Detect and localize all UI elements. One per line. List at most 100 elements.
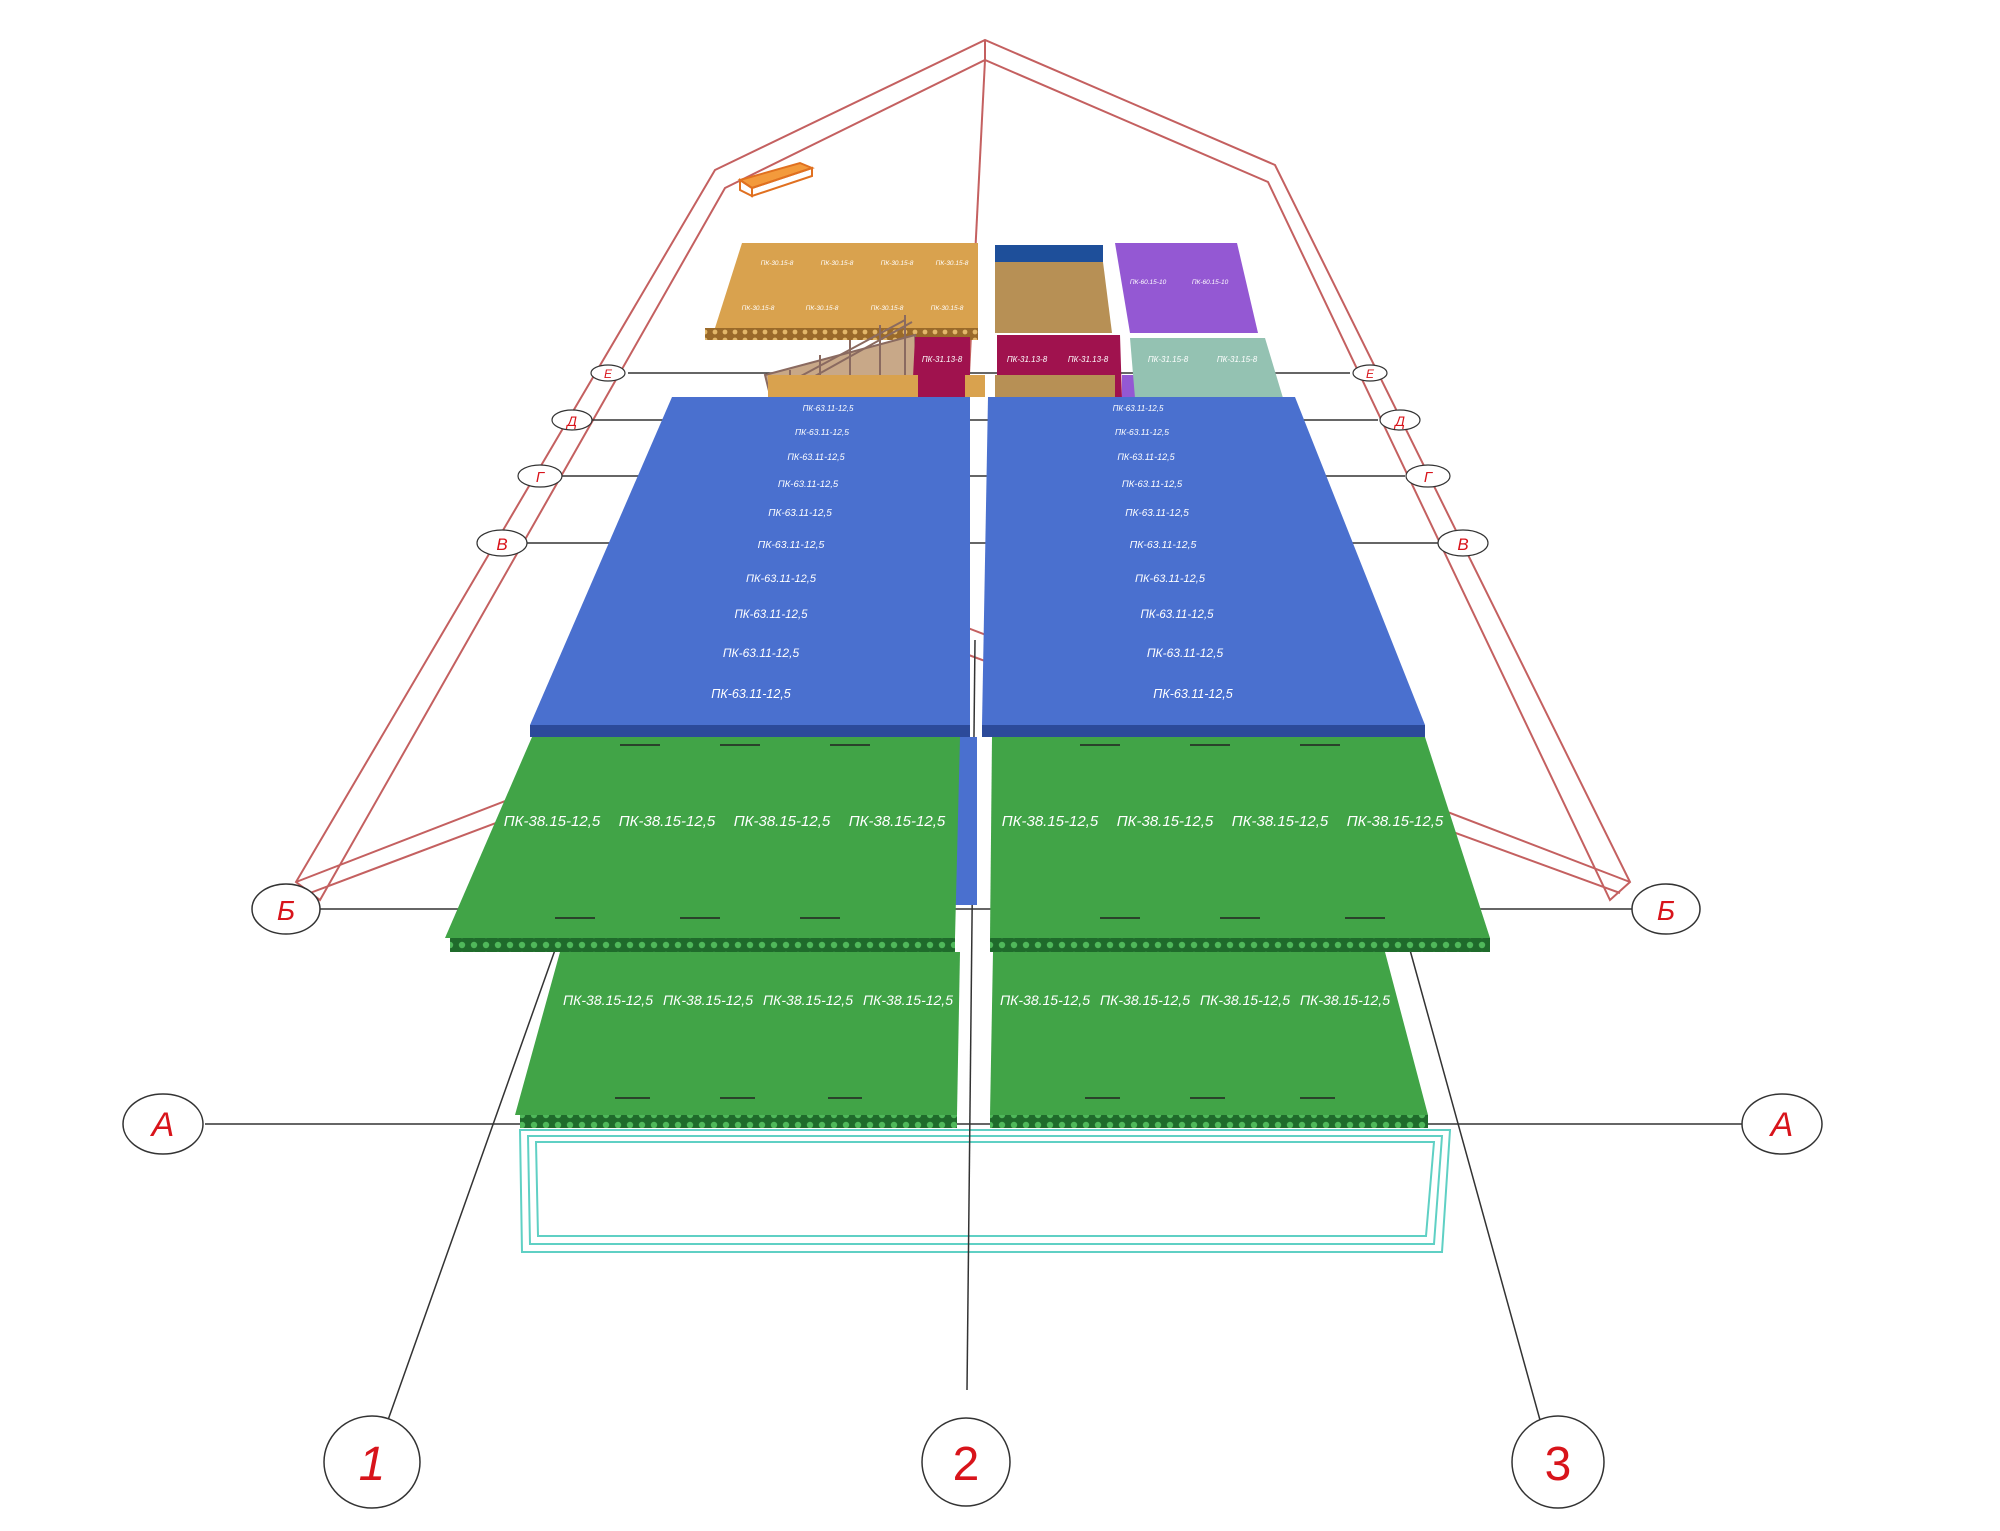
- axis-bubble-3: 3: [1511, 1415, 1605, 1509]
- upper-slab-group: [705, 243, 1283, 398]
- slab-label: ПК-63.11-12,5: [1153, 687, 1232, 701]
- axis-bubble-b-left: Б: [251, 883, 321, 935]
- slab-label: ПК-31.15-8: [1217, 355, 1258, 364]
- slab-label: ПК-30.15-8: [821, 260, 854, 267]
- slab-label: ПК-30.15-8: [761, 260, 794, 267]
- svg-text:Д: Д: [1393, 413, 1405, 429]
- blue-slab-right: [982, 397, 1425, 725]
- axis-bubble-a-right: А: [1741, 1093, 1823, 1155]
- slab-label: ПК-38.15-12,5: [1002, 813, 1099, 830]
- labels-sage: ПК-31.15-8 ПК-31.15-8: [1148, 355, 1258, 364]
- row-axis-bubbles: А А Б Б В В Г Г Д Д Е Е: [122, 364, 1823, 1155]
- slab-label: ПК-63.11-12,5: [758, 539, 825, 551]
- slab-label: ПК-30.15-8: [742, 305, 775, 312]
- svg-text:А: А: [150, 1106, 175, 1144]
- slab-label: ПК-63.11-12,5: [768, 508, 832, 519]
- slab-label: ПК-38.15-12,5: [1300, 992, 1390, 1008]
- labels-purple: ПК-60.15-10 ПК-60.15-10: [1130, 279, 1229, 286]
- axis-bubble-2: 2: [921, 1417, 1011, 1507]
- labels-green-top-right: ПК-38.15-12,5 ПК-38.15-12,5 ПК-38.15-12,…: [1002, 813, 1444, 830]
- slab-label: ПК-31.15-8: [1148, 355, 1189, 364]
- slab-label: ПК-63.11-12,5: [1113, 404, 1164, 413]
- slab-label: ПК-38.15-12,5: [863, 992, 953, 1008]
- roof-hatch: [737, 161, 815, 198]
- slab-label: ПК-31.13-8: [922, 355, 963, 364]
- axis-bubble-g-left: Г: [517, 464, 563, 488]
- axis-bubble-e-left: Е: [590, 364, 626, 382]
- slab-label: ПК-38.15-12,5: [1117, 813, 1214, 830]
- green-slab-bottom-right: [990, 952, 1428, 1115]
- svg-text:В: В: [496, 535, 507, 554]
- column-axis-bubbles: 1 2 3: [323, 1415, 1605, 1509]
- svg-text:В: В: [1457, 535, 1468, 554]
- green-slab-bottom-group: [515, 952, 1428, 1128]
- svg-text:3: 3: [1545, 1438, 1572, 1491]
- axis-bubble-d-left: Д: [551, 409, 593, 431]
- foundation-outline: [518, 1129, 1452, 1253]
- green-slab-top-group: [445, 737, 1490, 952]
- svg-text:А: А: [1769, 1106, 1794, 1144]
- svg-text:Г: Г: [536, 469, 546, 486]
- slab-label: ПК-63.11-12,5: [723, 646, 800, 660]
- svg-text:Б: Б: [1657, 895, 1675, 926]
- slab-label: ПК-38.15-12,5: [734, 813, 831, 830]
- axis-bubble-d-right: Д: [1379, 409, 1421, 431]
- brown-slab: [995, 262, 1112, 333]
- slab-label: ПК-63.11-12,5: [734, 609, 808, 621]
- slab-label: ПК-63.11-12,5: [711, 687, 790, 701]
- slab-label: ПК-31.13-8: [1068, 355, 1109, 364]
- axis-bubble-g-right: Г: [1405, 464, 1451, 488]
- crimson-slab-left: [912, 337, 970, 398]
- svg-text:2: 2: [953, 1438, 980, 1491]
- slab-label: ПК-38.15-12,5: [1100, 992, 1190, 1008]
- axis-bubble-v-left: В: [476, 529, 528, 557]
- slab-label: ПК-60.15-10: [1192, 279, 1229, 286]
- orange-slab: [715, 243, 978, 328]
- slab-label: ПК-63.11-12,5: [1147, 646, 1224, 660]
- slab-label: ПК-60.15-10: [1130, 279, 1167, 286]
- green-slab-top-left: [445, 737, 960, 938]
- purple-slab: [1115, 243, 1258, 333]
- slab-label: ПК-63.11-12,5: [1135, 573, 1206, 585]
- slab-label: ПК-38.15-12,5: [1000, 992, 1090, 1008]
- svg-text:Б: Б: [277, 895, 295, 926]
- labels-green-top-left: ПК-38.15-12,5 ПК-38.15-12,5 ПК-38.15-12,…: [504, 813, 946, 830]
- joint-marks: [555, 744, 1385, 1099]
- labels-crimson: ПК-31.13-8 ПК-31.13-8 ПК-31.13-8: [922, 355, 1109, 364]
- slab-label: ПК-30.15-8: [936, 260, 969, 267]
- green-slab-bottom-left: [515, 952, 960, 1115]
- slab-label: ПК-31.13-8: [1007, 355, 1048, 364]
- svg-text:Е: Е: [604, 367, 613, 381]
- axis-bubble-b-right: Б: [1631, 883, 1701, 935]
- navy-strip: [995, 245, 1103, 262]
- labels-orange: ПК-30.15-8 ПК-30.15-8 ПК-30.15-8 ПК-30.1…: [742, 260, 969, 312]
- slab-label: ПК-63.11-12,5: [1140, 609, 1214, 621]
- slab-label: ПК-63.11-12,5: [1122, 479, 1183, 490]
- slab-label: ПК-38.15-12,5: [563, 992, 653, 1008]
- slab-label: ПК-30.15-8: [806, 305, 839, 312]
- blue-slab-left: [530, 397, 970, 725]
- slab-label: ПК-30.15-8: [871, 305, 904, 312]
- slab-label: ПК-63.11-12,5: [1125, 508, 1189, 519]
- axis-bubble-1: 1: [323, 1415, 421, 1509]
- slab-label: ПК-63.11-12,5: [1130, 539, 1197, 551]
- slab-label: ПК-63.11-12,5: [787, 452, 845, 462]
- svg-text:Г: Г: [1424, 469, 1434, 486]
- slab-label: ПК-63.11-12,5: [746, 573, 817, 585]
- axis-bubble-e-right: Е: [1352, 364, 1388, 382]
- svg-text:Д: Д: [565, 413, 577, 429]
- labels-blue-right: ПК-63.11-12,5 ПК-63.11-12,5 ПК-63.11-12,…: [1113, 404, 1233, 701]
- green-slab-top-right: [990, 737, 1490, 938]
- slab-label: ПК-38.15-12,5: [1232, 813, 1329, 830]
- labels-blue-left: ПК-63.11-12,5 ПК-63.11-12,5 ПК-63.11-12,…: [711, 404, 854, 701]
- slab-label: ПК-38.15-12,5: [663, 992, 753, 1008]
- slab-label: ПК-38.15-12,5: [504, 813, 601, 830]
- labels-green-bottom-left: ПК-38.15-12,5 ПК-38.15-12,5 ПК-38.15-12,…: [563, 992, 953, 1008]
- slab-label: ПК-38.15-12,5: [763, 992, 853, 1008]
- slab-label: ПК-63.11-12,5: [1115, 427, 1169, 437]
- slab-label: ПК-63.11-12,5: [778, 479, 839, 490]
- slab-label: ПК-30.15-8: [931, 305, 964, 312]
- svg-text:1: 1: [359, 1438, 386, 1491]
- slab-label: ПК-63.11-12,5: [795, 427, 849, 437]
